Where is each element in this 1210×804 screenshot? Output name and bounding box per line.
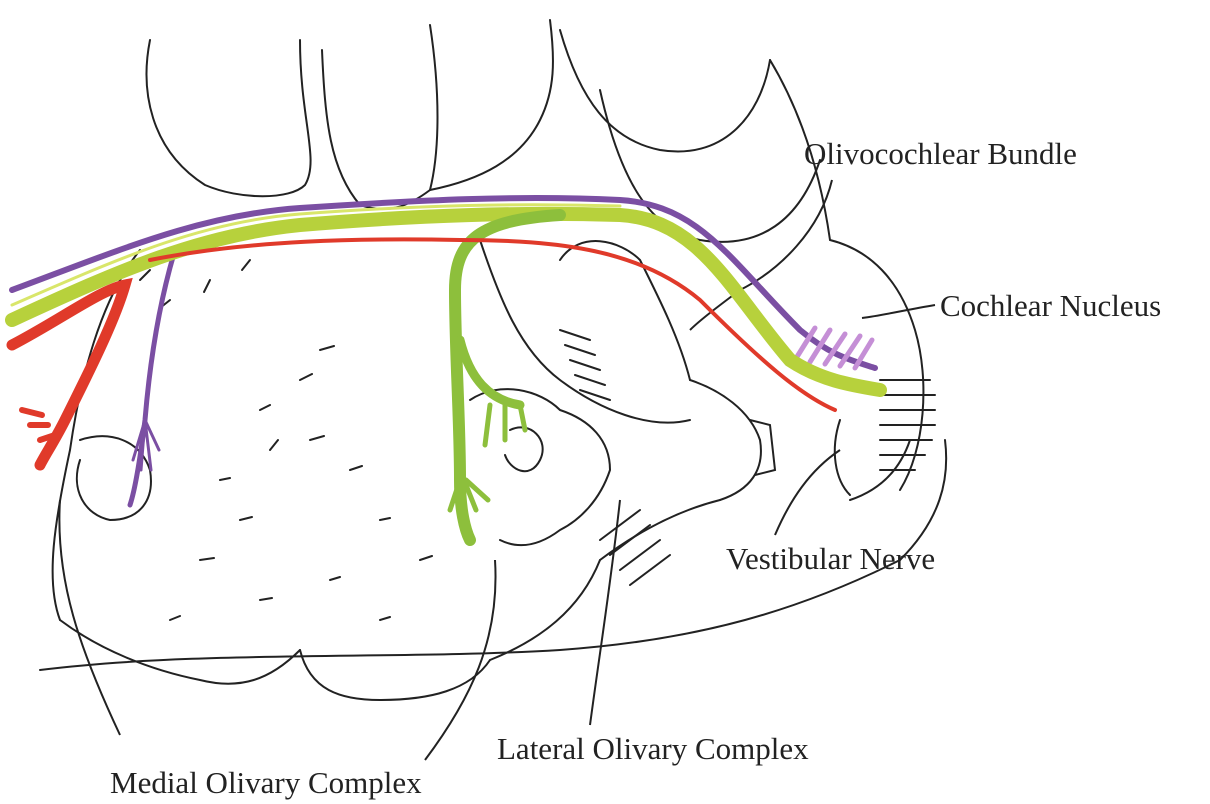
leader-medial-2 [425,560,496,760]
leader-lines [59,180,935,760]
green-pathway [450,215,560,540]
lime-pathway [12,205,880,390]
label-vestibular-nerve: Vestibular Nerve [726,543,935,574]
leader-lateral [590,500,620,725]
label-medial-olivary-complex: Medial Olivary Complex [110,767,422,798]
label-lateral-olivary-complex: Lateral Olivary Complex [497,733,809,764]
leader-vestibular [775,450,840,535]
leader-medial-1 [59,500,120,735]
purple-pathway [12,198,875,505]
label-cochlear-nucleus: Cochlear Nucleus [940,290,1161,321]
label-olivocochlear-bundle: Olivocochlear Bundle [804,138,1077,169]
leader-cochlear-nucleus [862,305,935,318]
